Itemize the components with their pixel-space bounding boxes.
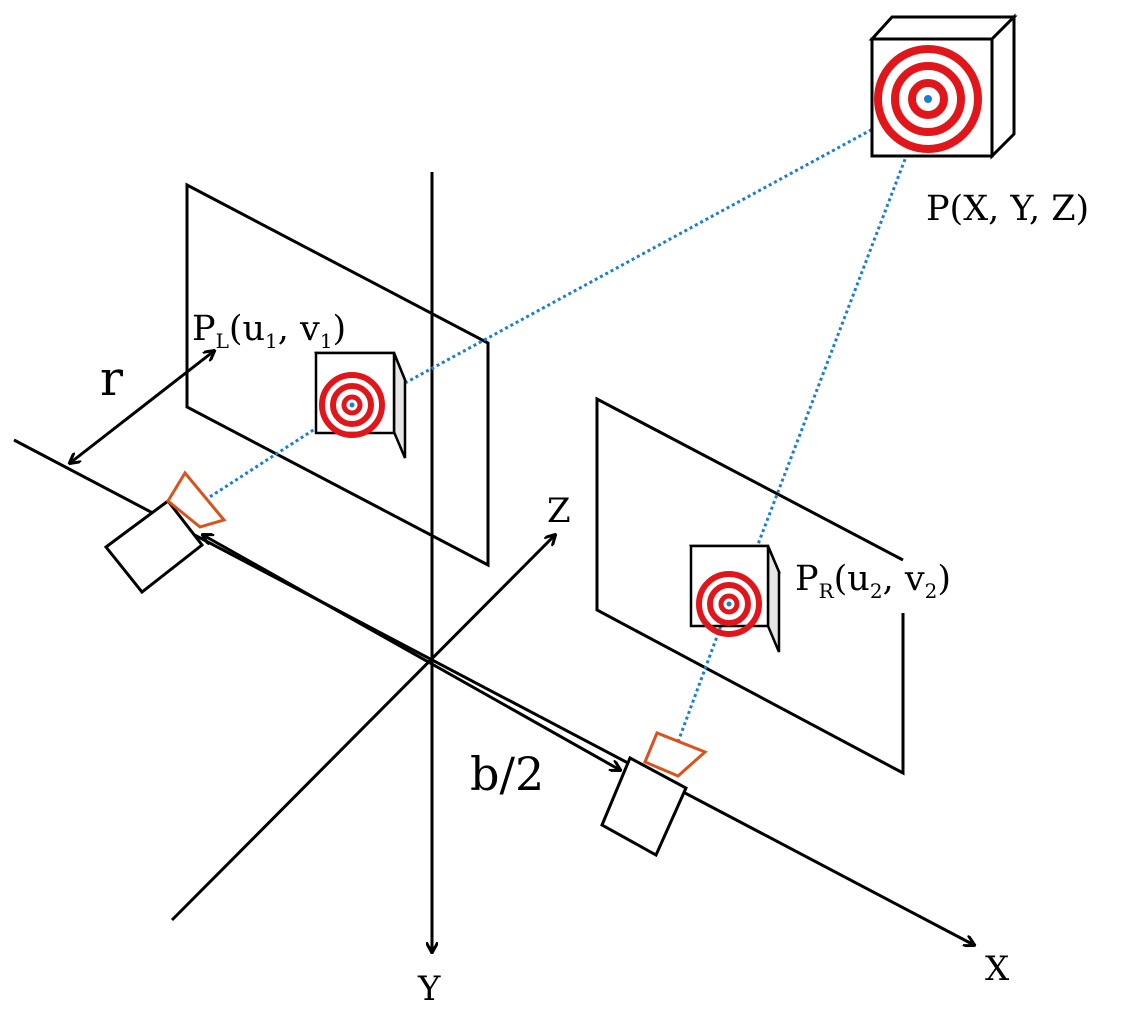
left-image-target xyxy=(314,351,407,459)
left-camera xyxy=(103,470,227,595)
baseline-arrow xyxy=(203,535,620,770)
point-p-label: P(X, Y, Z) xyxy=(926,189,1089,229)
half-baseline-label: b/2 xyxy=(470,747,544,801)
point-p-target xyxy=(868,13,1018,160)
z-axis xyxy=(170,535,555,922)
r-dimension-arrow xyxy=(70,351,214,463)
y-axis-label: Y xyxy=(417,969,441,1009)
left-point-label: PL(u1, v1) xyxy=(192,309,346,353)
right-camera xyxy=(600,731,708,858)
x-axis-label: X xyxy=(985,949,1010,989)
right-camera-lens xyxy=(643,731,708,778)
z-axis-label: Z xyxy=(547,491,571,531)
left-camera-lens xyxy=(166,470,227,529)
projection-rays xyxy=(204,97,930,743)
ray-right-image-to-point xyxy=(750,98,930,561)
right-image-target xyxy=(689,544,781,653)
r-label: r xyxy=(100,351,123,407)
right-point-label: PR(u2, v2) xyxy=(795,559,951,603)
